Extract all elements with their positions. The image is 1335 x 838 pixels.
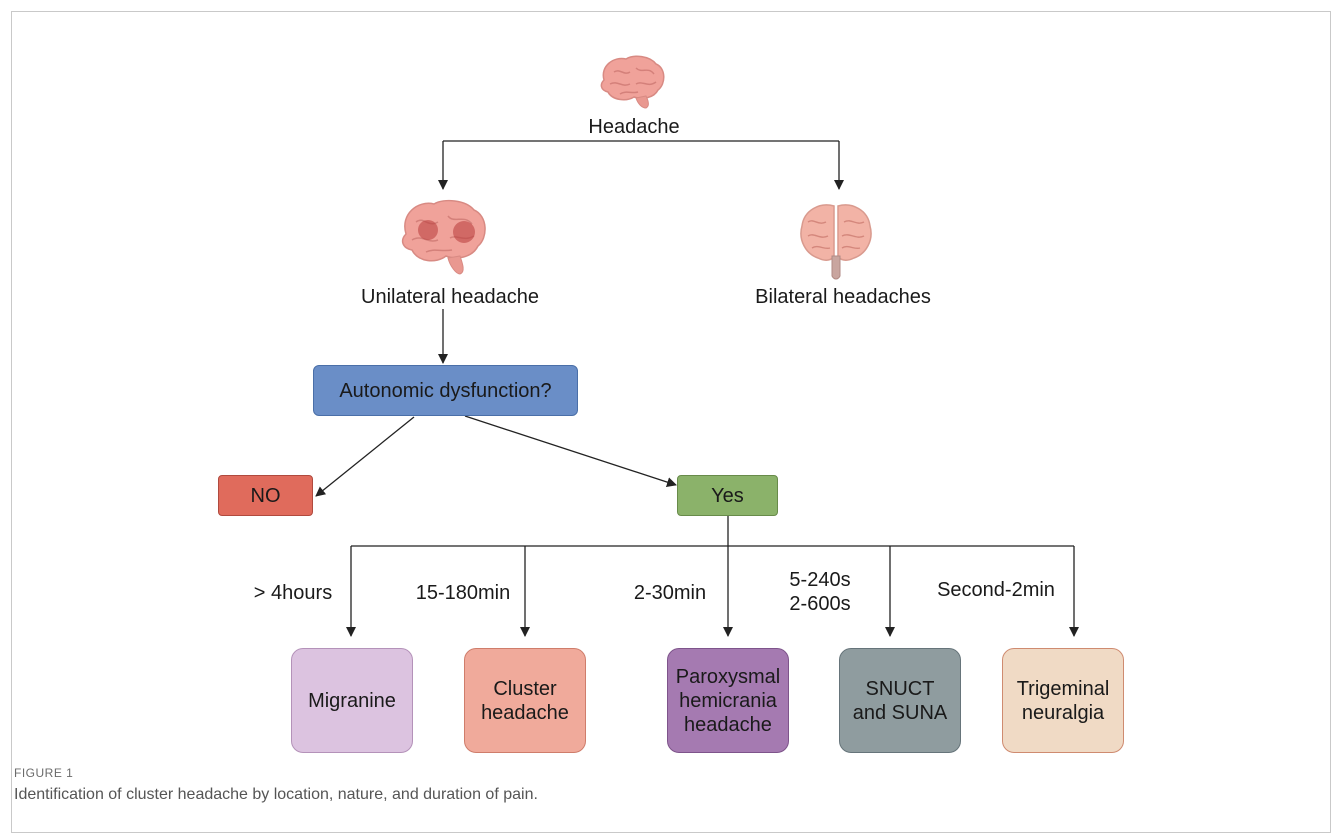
- outcome-label: Cluster headache: [481, 677, 569, 724]
- duration-label: 2-30min: [633, 582, 707, 604]
- trigeminal-neuralgia-box: Trigeminal neuralgia: [1002, 648, 1124, 753]
- unilateral-label: Unilateral headache: [361, 286, 539, 308]
- figure-caption: Identification of cluster headache by lo…: [14, 786, 538, 803]
- arrow-to-no: [315, 416, 415, 497]
- outcome-label: SNUCT and SUNA: [852, 677, 948, 724]
- outcome-label: Migranine: [308, 689, 396, 712]
- question-label: Autonomic dysfunction?: [339, 379, 552, 402]
- brain-front-icon: [800, 204, 872, 280]
- duration-label: Second-2min: [937, 579, 1055, 601]
- arrow-to-yes: [464, 415, 677, 487]
- bilateral-label: Bilateral headaches: [755, 286, 931, 308]
- root-label: Headache: [588, 116, 680, 138]
- cluster-headache-box: Cluster headache: [464, 648, 586, 753]
- snuct-suna-box: SNUCT and SUNA: [839, 648, 961, 753]
- outcome-label: Trigeminal neuralgia: [1016, 677, 1110, 724]
- outcome-label: Paroxysmal hemicrania headache: [675, 665, 781, 736]
- no-label: NO: [250, 484, 281, 507]
- yes-label: Yes: [711, 484, 744, 507]
- duration-label: > 4hours: [253, 582, 333, 604]
- migraine-box: Migranine: [291, 648, 413, 753]
- yes-box: Yes: [677, 475, 778, 516]
- duration-label: 15-180min: [415, 582, 511, 604]
- figure-tag: FIGURE 1: [14, 766, 74, 780]
- brain-icon: [600, 55, 665, 109]
- duration-label: 5-240s 2-600s: [789, 569, 851, 615]
- paroxysmal-hemicrania-box: Paroxysmal hemicrania headache: [667, 648, 789, 753]
- figure-frame: [11, 11, 1331, 833]
- autonomic-dysfunction-box: Autonomic dysfunction?: [313, 365, 578, 416]
- brain-pain-icon: [401, 199, 486, 275]
- no-box: NO: [218, 475, 313, 516]
